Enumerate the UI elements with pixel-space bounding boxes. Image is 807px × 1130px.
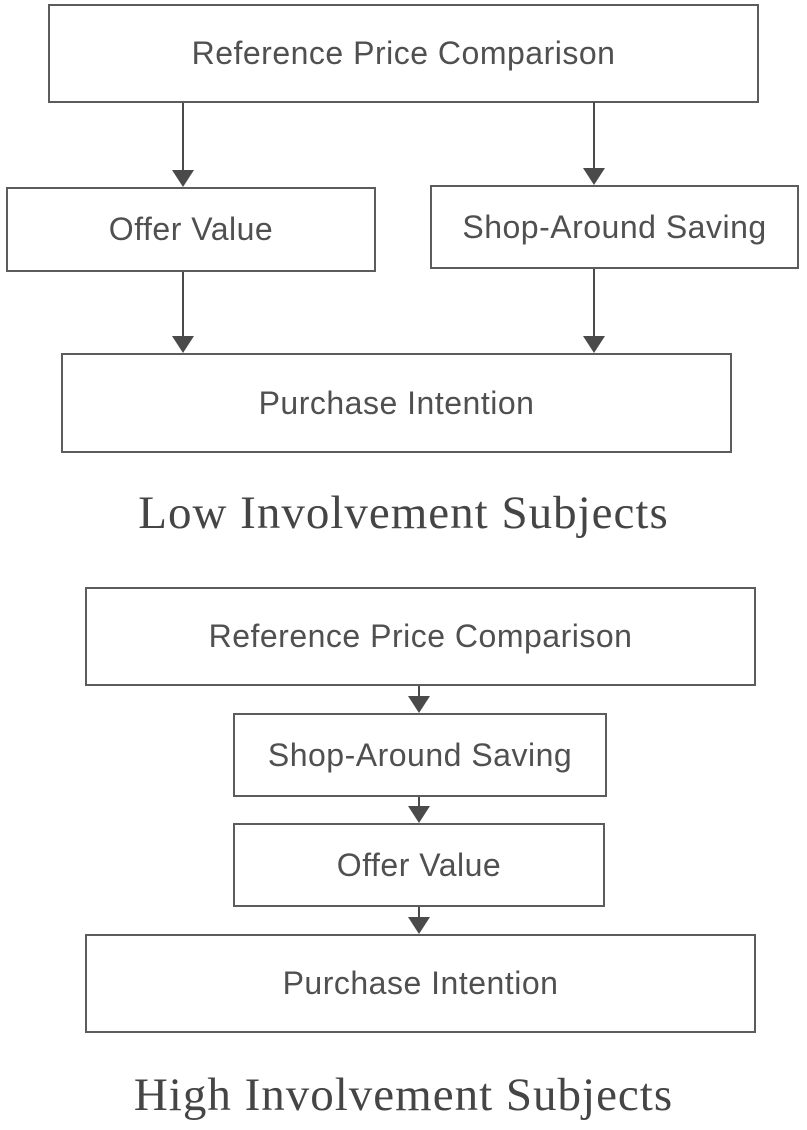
box-reference-price-comparison-low: Reference Price Comparison	[48, 4, 759, 103]
arrow-head-icon	[408, 917, 430, 934]
arrow-line	[418, 797, 420, 806]
box-label: Purchase Intention	[258, 384, 535, 421]
box-shop-around-saving-low: Shop-Around Saving	[430, 185, 799, 269]
arrow-head-icon	[408, 696, 430, 713]
box-label: Shop-Around Saving	[462, 208, 767, 245]
box-label: Shop-Around Saving	[267, 736, 573, 773]
arrow-head-icon	[408, 806, 430, 823]
caption-high-involvement-subjects: High Involvement Subjects	[133, 1069, 674, 1121]
arrow-head-icon	[583, 168, 605, 185]
arrow-rpc-to-offer-value-icon	[171, 103, 195, 187]
box-label: Reference Price Comparison	[191, 35, 616, 71]
arrow-shop-around-to-offer-value-icon	[407, 797, 431, 823]
box-purchase-intention-high: Purchase Intention	[85, 934, 756, 1033]
box-label: Reference Price Comparison	[208, 618, 633, 654]
arrow-head-icon	[583, 336, 605, 353]
arrow-shop-around-to-purchase-icon	[582, 269, 606, 353]
arrow-line	[182, 103, 184, 170]
arrow-line	[182, 272, 184, 336]
arrow-line	[418, 686, 420, 696]
arrow-line	[593, 269, 595, 336]
arrow-offer-value-to-purchase-high-icon	[407, 907, 431, 934]
arrow-offer-value-to-purchase-icon	[171, 272, 195, 353]
box-shop-around-saving-high: Shop-Around Saving	[233, 713, 607, 797]
box-reference-price-comparison-high: Reference Price Comparison	[85, 587, 756, 686]
arrow-line	[593, 102, 595, 168]
caption-low-involvement-subjects: Low Involvement Subjects	[138, 487, 669, 539]
box-label: Offer Value	[336, 846, 502, 883]
arrow-rpc-to-shop-around-high-icon	[407, 686, 431, 713]
box-purchase-intention-low: Purchase Intention	[61, 353, 732, 453]
arrow-line	[418, 907, 420, 917]
box-offer-value-high: Offer Value	[233, 823, 605, 907]
box-offer-value-low: Offer Value	[6, 187, 376, 272]
box-label: Offer Value	[108, 211, 274, 247]
arrow-head-icon	[172, 336, 194, 353]
arrow-head-icon	[172, 170, 194, 187]
box-label: Purchase Intention	[282, 965, 559, 1001]
arrow-rpc-to-shop-around-icon	[582, 102, 606, 185]
